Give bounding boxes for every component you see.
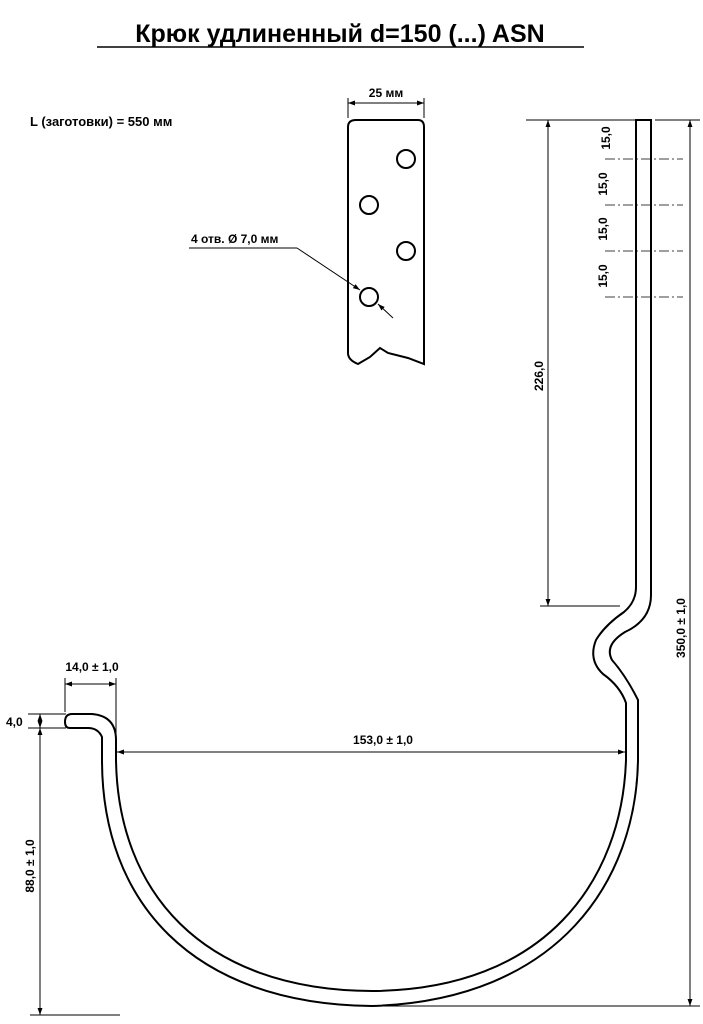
inner-width-label: 153,0 ± 1,0 <box>353 733 413 747</box>
mounting-hole <box>359 287 379 307</box>
hole-centerlines: 15,0 15,0 15,0 15,0 <box>596 126 683 298</box>
drawing-title: Крюк удлиненный d=150 (...) ASN <box>135 20 544 48</box>
mounting-hole <box>396 241 416 261</box>
strip-detail: 25 мм 4 отв. Ø 7,0 мм <box>189 86 425 366</box>
mounting-hole <box>359 195 379 215</box>
hole-spacing-label: 15,0 <box>596 172 610 196</box>
hook-profile <box>63 119 652 1008</box>
holes-label: 4 отв. Ø 7,0 мм <box>191 232 279 246</box>
bowl-depth-dimension: 88,0 ± 1,0 <box>23 728 120 1016</box>
hole-spacing-label: 15,0 <box>596 217 610 241</box>
mounting-hole <box>396 149 416 169</box>
strip-outline <box>347 119 425 366</box>
lip-length-label: 14,0 ± 1,0 <box>65 660 119 674</box>
shank-length-label: 226,0 <box>532 361 546 391</box>
inner-width-dimension: 153,0 ± 1,0 <box>117 733 625 755</box>
holes-leader-line <box>296 247 361 291</box>
lip-thickness-label: 4,0 <box>6 715 23 729</box>
bowl-depth-label: 88,0 ± 1,0 <box>23 839 37 893</box>
hook-outer-contour <box>63 119 652 1008</box>
total-height-label: 350,0 ± 1,0 <box>674 598 688 658</box>
lip-thickness-dimension: 4,0 <box>6 713 66 729</box>
blank-length-label: L (заготовки) = 550 мм <box>30 114 172 129</box>
shank-length-dimension: 226,0 <box>526 119 636 607</box>
holes-leader-line <box>377 303 394 319</box>
lip-length-dimension: 14,0 ± 1,0 <box>64 660 119 738</box>
hole-spacing-label: 15,0 <box>599 126 613 150</box>
total-height-dimension: 350,0 ± 1,0 <box>380 119 700 1007</box>
strip-width-label: 25 мм <box>369 86 404 100</box>
hole-spacing-label: 15,0 <box>596 264 610 288</box>
